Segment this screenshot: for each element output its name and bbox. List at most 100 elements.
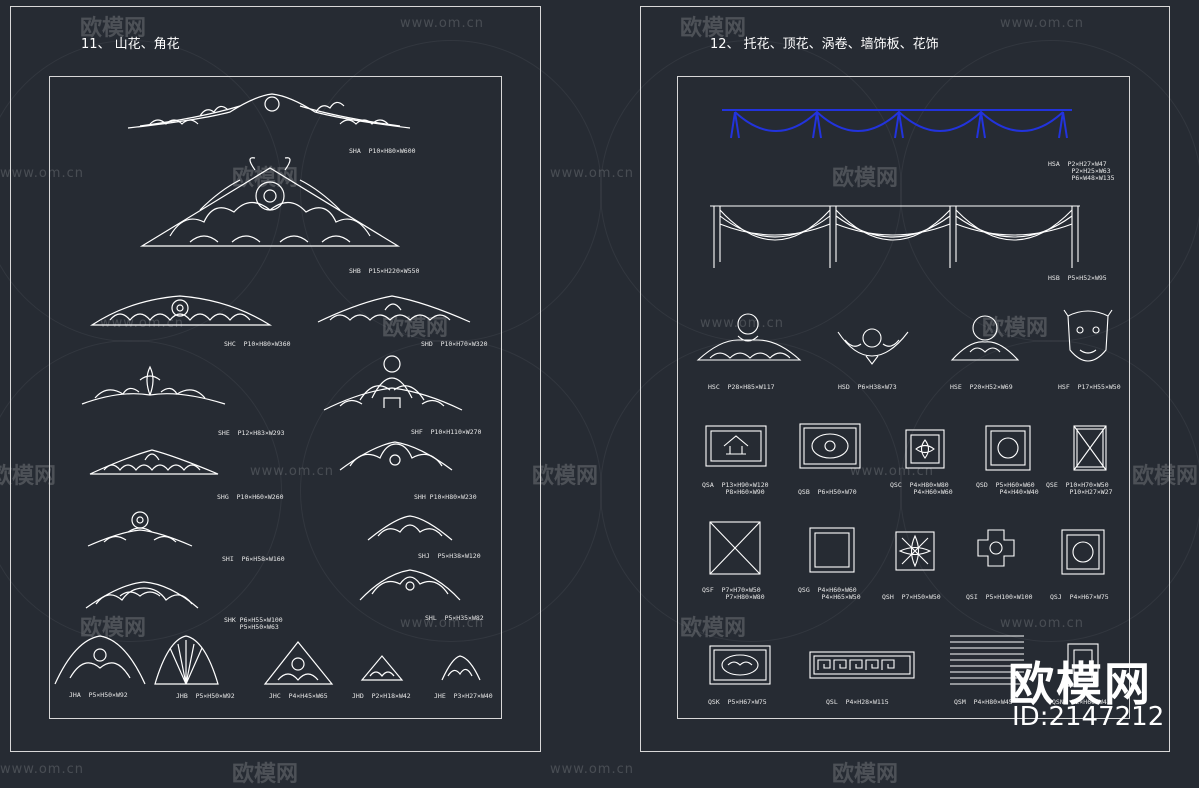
ornament-jha (54, 635, 146, 685)
ornament-shj (367, 515, 453, 541)
ornament-qsg (809, 527, 855, 573)
watermark-logo: 欧模网 (1132, 464, 1199, 489)
ornament-hsd (837, 328, 909, 365)
label-qsi: QSI P5×H100×W100 (966, 593, 1033, 601)
brand-id: ID:2147212 (1012, 702, 1165, 732)
watermark-logo: 欧模网 (832, 762, 899, 787)
ornament-qsk (709, 645, 771, 685)
ornament-shi (87, 511, 193, 547)
watermark-site: www.om.cn (250, 464, 334, 479)
ornament-shf (323, 355, 463, 411)
label-shj: SHJ P5×H38×W120 (418, 552, 481, 560)
watermark-site: www.om.cn (400, 16, 484, 31)
right-drawing-sheet (640, 6, 1170, 752)
ornament-qsb (799, 423, 861, 469)
ornament-shh (339, 441, 453, 471)
label-qsb: QSB P6×H50×W70 (798, 488, 857, 496)
left-ornaments (54, 93, 481, 685)
ornament-shb (139, 157, 401, 247)
label-qsg: QSG P4×H60×W60 P4×H65×W50 (798, 586, 861, 601)
ornament-shg (89, 449, 219, 475)
label-shg: SHG P10×H60×W260 (217, 493, 284, 501)
left-sheet-heading: 11、 山花、角花 (81, 37, 180, 52)
label-qsf: QSF P7×H70×W50 P7×H80×W80 (702, 586, 765, 601)
label-jhd: JHD P2×H18×W42 (352, 692, 411, 700)
ornament-she (81, 365, 226, 405)
label-hsf: HSF P17×H55×W50 (1058, 383, 1121, 391)
label-qse: QSE P10×H70×W50 P10×H27×W27 (1046, 481, 1113, 496)
ornament-hsa (722, 109, 1072, 139)
ornament-jhd (360, 655, 404, 681)
watermark-circle (900, 340, 1199, 642)
right-ornaments (696, 109, 1113, 687)
ornament-qsl (809, 651, 915, 679)
label-qsm: QSM P4×H80×W45 (954, 698, 1013, 706)
watermark-logo: 欧模网 (0, 464, 57, 489)
left-drawing-sheet (10, 6, 541, 752)
watermark-logo: 欧模网 (232, 762, 299, 787)
label-jhb: JHB P5×H50×W92 (176, 692, 235, 700)
label-hsb: HSB P5×H52×W95 (1048, 274, 1107, 282)
ornament-qsn (1067, 643, 1099, 687)
watermark-circle (0, 340, 282, 642)
label-shd: SHD P10×H70×W320 (421, 340, 488, 348)
ornament-hsc (696, 313, 802, 361)
ornament-qsj (1061, 529, 1105, 575)
ornament-hsf (1063, 309, 1113, 362)
ornament-shl (359, 569, 461, 601)
ornament-qsc (905, 429, 945, 469)
watermark-logo: 欧模网 (80, 616, 147, 641)
watermark-site: www.om.cn (100, 316, 184, 331)
watermark-logo: 欧模网 (832, 166, 899, 191)
ornament-shd (317, 295, 471, 323)
label-she: SHE P12×H83×W293 (218, 429, 285, 437)
ornament-qsa (705, 425, 767, 467)
brand-logo: 欧模网 (1008, 657, 1152, 711)
ornament-qsi (977, 529, 1015, 567)
label-jhe: JHE P3×H27×W40 (434, 692, 493, 700)
right-sheet-heading: 12、 托花、顶花、涡卷、墙饰板、花饰 (710, 37, 939, 52)
label-hsd: HSD P6×H38×W73 (838, 383, 897, 391)
label-hsc: HSC P28×H85×W117 (708, 383, 775, 391)
watermark-site: www.om.cn (1000, 16, 1084, 31)
ornament-jhc (263, 641, 334, 685)
watermark-site: www.om.cn (700, 316, 784, 331)
ornament-jhb (154, 635, 219, 685)
label-qsc: QSC P4×H80×W80 P4×H60×W60 (890, 481, 953, 496)
label-shf: SHF P10×H110×W270 (411, 428, 482, 436)
label-qsh: QSH P7×H50×W50 (882, 593, 941, 601)
right-drawing-frame (677, 76, 1130, 719)
ornament-sha (127, 93, 411, 129)
label-jha: JHA P5×H50×W92 (69, 691, 128, 699)
watermark-site: www.om.cn (0, 762, 84, 777)
ornament-qsd (985, 425, 1031, 471)
label-qsd: QSD P5×H60×W60 P4×H40×W40 (976, 481, 1039, 496)
watermark-site: www.om.cn (550, 166, 634, 181)
ornament-shc (89, 295, 273, 326)
ornament-qsf (709, 521, 761, 575)
label-shk: SHK P6×H55×W100 P5×H50×W63 (224, 616, 283, 631)
ornament-hse (950, 315, 1020, 361)
label-hse: HSE P20×H52×W69 (950, 383, 1013, 391)
label-jhc: JHC P4×H45×W65 (269, 692, 328, 700)
watermark-logo: 欧模网 (680, 16, 747, 41)
ornament-qsm (950, 635, 1024, 685)
ornament-hsb (710, 205, 1080, 268)
label-shl: SHL P5×H35×W82 (425, 614, 484, 622)
ornament-jhe (441, 655, 481, 681)
watermark-site: www.om.cn (550, 762, 634, 777)
watermark-logo: 欧模网 (80, 16, 147, 41)
label-qsl: QSL P4×H28×W115 (826, 698, 889, 706)
watermark-logo: 欧模网 (680, 616, 747, 641)
ornament-qse (1073, 425, 1107, 471)
label-shc: SHC P10×H80×W360 (224, 340, 291, 348)
ornament-shk (85, 581, 199, 609)
label-qsn: QSN P2×H60×W43 (1052, 698, 1111, 706)
watermark-logo: 欧模网 (532, 464, 599, 489)
label-qsa: QSA P13×H90×W120 P8×H60×W90 (702, 481, 769, 496)
ornament-qsh (895, 531, 935, 571)
label-sha: SHA P10×H80×W600 (349, 147, 416, 155)
label-shb: SHB P15×H220×W550 (349, 267, 420, 275)
watermark-site: www.om.cn (0, 166, 84, 181)
label-qsj: QSJ P4×H67×W75 (1050, 593, 1109, 601)
